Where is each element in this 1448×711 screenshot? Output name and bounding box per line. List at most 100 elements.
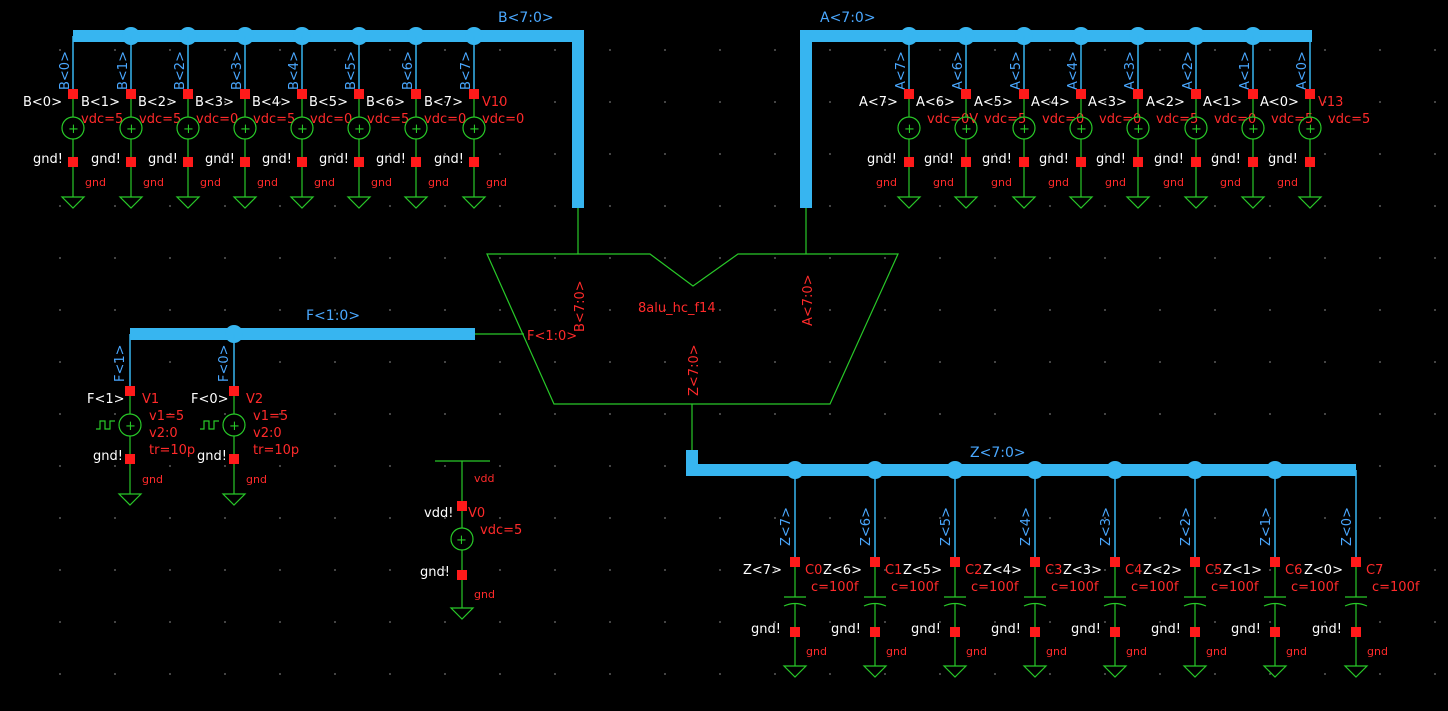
- b-pin[interactable]: [68, 89, 78, 99]
- b-pin[interactable]: [469, 89, 479, 99]
- b-pin[interactable]: [354, 89, 364, 99]
- alu-symbol[interactable]: 8alu_hc_f14 F<1:0> B<7:0> A<7:0> Z<7:0>: [475, 208, 899, 450]
- b-pin[interactable]: [126, 89, 136, 99]
- z-pin[interactable]: [1190, 557, 1200, 567]
- ground-icon: [1262, 665, 1288, 678]
- z-pin[interactable]: [1110, 557, 1120, 567]
- z-gnd-pin[interactable]: [1030, 627, 1040, 637]
- svg-text:+: +: [183, 122, 194, 137]
- b-pin[interactable]: [297, 89, 307, 99]
- a-gnd-label: gnd!: [924, 152, 954, 167]
- a-pin[interactable]: [1248, 89, 1258, 99]
- f-pin[interactable]: [125, 386, 135, 396]
- a-gnd-pin[interactable]: [1191, 157, 1201, 167]
- b-gnd-pin[interactable]: [68, 157, 78, 167]
- a-pin[interactable]: [1191, 89, 1201, 99]
- z-pin[interactable]: [1351, 557, 1361, 567]
- z-gnd-pin[interactable]: [1190, 627, 1200, 637]
- z-load-name: C4: [1125, 563, 1142, 578]
- a-net-label: A<5>: [1009, 51, 1024, 90]
- z-load-value: c=100f: [1211, 580, 1259, 595]
- f-gnd-label: gnd!: [93, 449, 123, 464]
- z-gnd-pin[interactable]: [1270, 627, 1280, 637]
- b-gnd-pin[interactable]: [354, 157, 364, 167]
- bus-z[interactable]: Z<7:0>: [686, 445, 1356, 476]
- f-gnd-pin[interactable]: [229, 454, 239, 464]
- z-gnd-pin[interactable]: [950, 627, 960, 637]
- z-pin[interactable]: [790, 557, 800, 567]
- a-pin[interactable]: [1076, 89, 1086, 99]
- vdd-gnd-pin[interactable]: [457, 570, 467, 580]
- b-gnd-pin[interactable]: [183, 157, 193, 167]
- a-gnd-pin[interactable]: [1248, 157, 1258, 167]
- vdd-pin[interactable]: [457, 501, 467, 511]
- b-gnd-pin[interactable]: [126, 157, 136, 167]
- z-gnd-pin[interactable]: [1351, 627, 1361, 637]
- vdd-supply[interactable]: vdd vdd! V0 vdc=5 + gnd! gnd: [420, 460, 522, 620]
- a-gnd-pin[interactable]: [1076, 157, 1086, 167]
- a-pin[interactable]: [961, 89, 971, 99]
- z-gnd-pin[interactable]: [1110, 627, 1120, 637]
- a-pin[interactable]: [904, 89, 914, 99]
- b-gnd-pin[interactable]: [240, 157, 250, 167]
- b-gnd-pin[interactable]: [297, 157, 307, 167]
- f-gnd-pin[interactable]: [125, 454, 135, 464]
- b-gnd-net: gnd: [200, 176, 221, 189]
- alu-pin-a: A<7:0>: [801, 274, 816, 326]
- z-net-label: Z<5>: [939, 507, 954, 546]
- a-gnd-pin[interactable]: [1305, 157, 1315, 167]
- a-pin[interactable]: [1133, 89, 1143, 99]
- b-pin[interactable]: [183, 89, 193, 99]
- b-pin[interactable]: [411, 89, 421, 99]
- ground-icon: [221, 493, 247, 506]
- b-label: B<3>: [195, 95, 234, 110]
- a-pin[interactable]: [1019, 89, 1029, 99]
- a-sources: A<7>A<7>+vdc=0Vgnd!gndA<6>A<6>+vdc=5gnd!…: [859, 27, 1370, 209]
- z-pin[interactable]: [1270, 557, 1280, 567]
- a-gnd-pin[interactable]: [1133, 157, 1143, 167]
- bus-f[interactable]: F<1:0>: [130, 308, 475, 340]
- z-pin[interactable]: [1030, 557, 1040, 567]
- a-gnd-pin[interactable]: [904, 157, 914, 167]
- b-label: B<7>: [424, 95, 463, 110]
- b-gnd-pin[interactable]: [469, 157, 479, 167]
- b-pin[interactable]: [240, 89, 250, 99]
- a-pin[interactable]: [1305, 89, 1315, 99]
- z-gnd-pin[interactable]: [790, 627, 800, 637]
- a-gnd-pin[interactable]: [1019, 157, 1029, 167]
- z-pin[interactable]: [870, 557, 880, 567]
- z-pin[interactable]: [950, 557, 960, 567]
- z-gnd-pin[interactable]: [870, 627, 880, 637]
- a-gnd-pin[interactable]: [961, 157, 971, 167]
- a-gnd-label: gnd!: [1039, 152, 1069, 167]
- f-pin[interactable]: [229, 386, 239, 396]
- b-gnd-pin[interactable]: [411, 157, 421, 167]
